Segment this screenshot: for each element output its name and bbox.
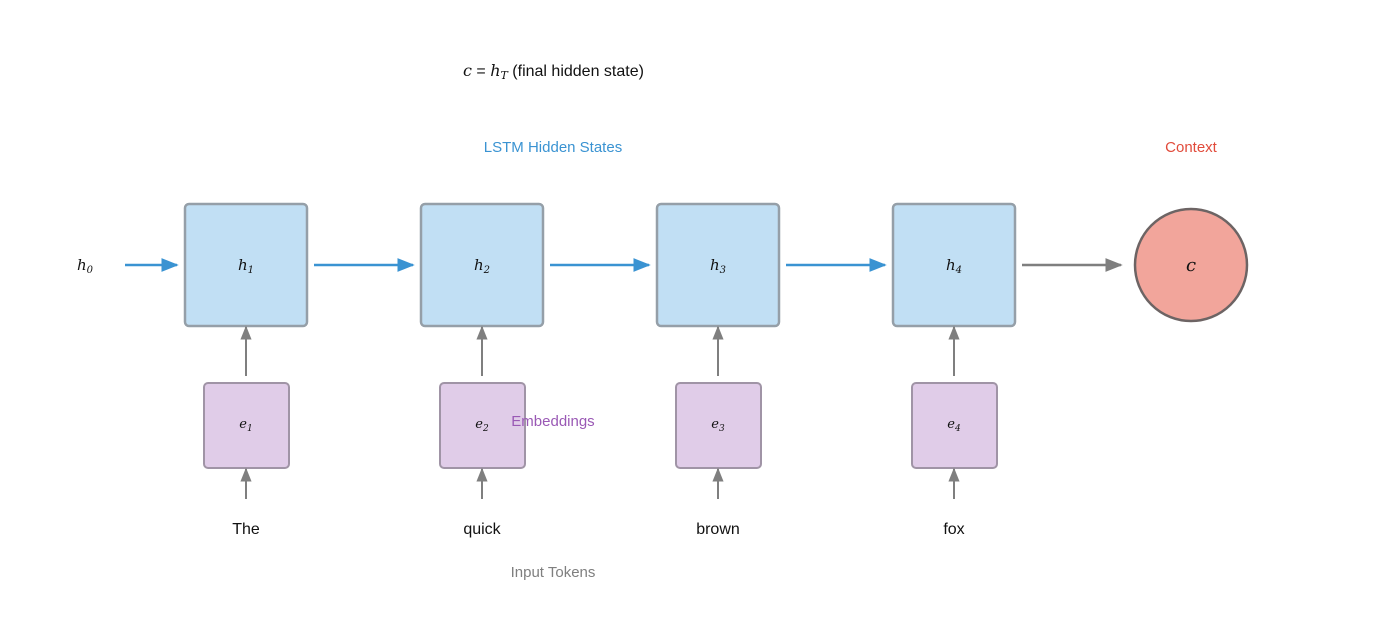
timestep-4: h4 e4 fox xyxy=(891,202,1017,538)
context-label: c xyxy=(1186,255,1196,276)
context-circle xyxy=(1133,207,1249,323)
timestep-1: h1 e1 The xyxy=(183,202,309,538)
input-tokens-caption: Input Tokens xyxy=(511,564,596,581)
embeddings-caption: Embeddings xyxy=(511,413,594,430)
input-token: fox xyxy=(943,521,964,538)
timestep-2: h2 e2 quick xyxy=(419,202,545,538)
embedding-label: e1 xyxy=(239,417,252,434)
timestep-3: h3 e3 brown xyxy=(655,202,781,538)
hidden-states-caption: LSTM Hidden States xyxy=(484,139,622,156)
embedding-label: e2 xyxy=(475,417,489,434)
hidden-state-label: h4 xyxy=(946,256,962,276)
hidden-state-label: h1 xyxy=(238,256,254,276)
context-caption: Context xyxy=(1165,139,1218,156)
hidden-state-label: h2 xyxy=(474,256,490,276)
input-token: quick xyxy=(463,521,501,538)
hidden-state-label: h3 xyxy=(710,256,726,276)
embedding-label: e4 xyxy=(947,417,961,434)
context-formula: c = hT (final hidden state) xyxy=(463,61,644,82)
input-token: The xyxy=(232,521,260,538)
initial-state-label: h0 xyxy=(77,256,94,276)
context-node: c xyxy=(1133,207,1249,323)
embedding-label: e3 xyxy=(711,417,725,434)
input-token: brown xyxy=(696,521,740,538)
